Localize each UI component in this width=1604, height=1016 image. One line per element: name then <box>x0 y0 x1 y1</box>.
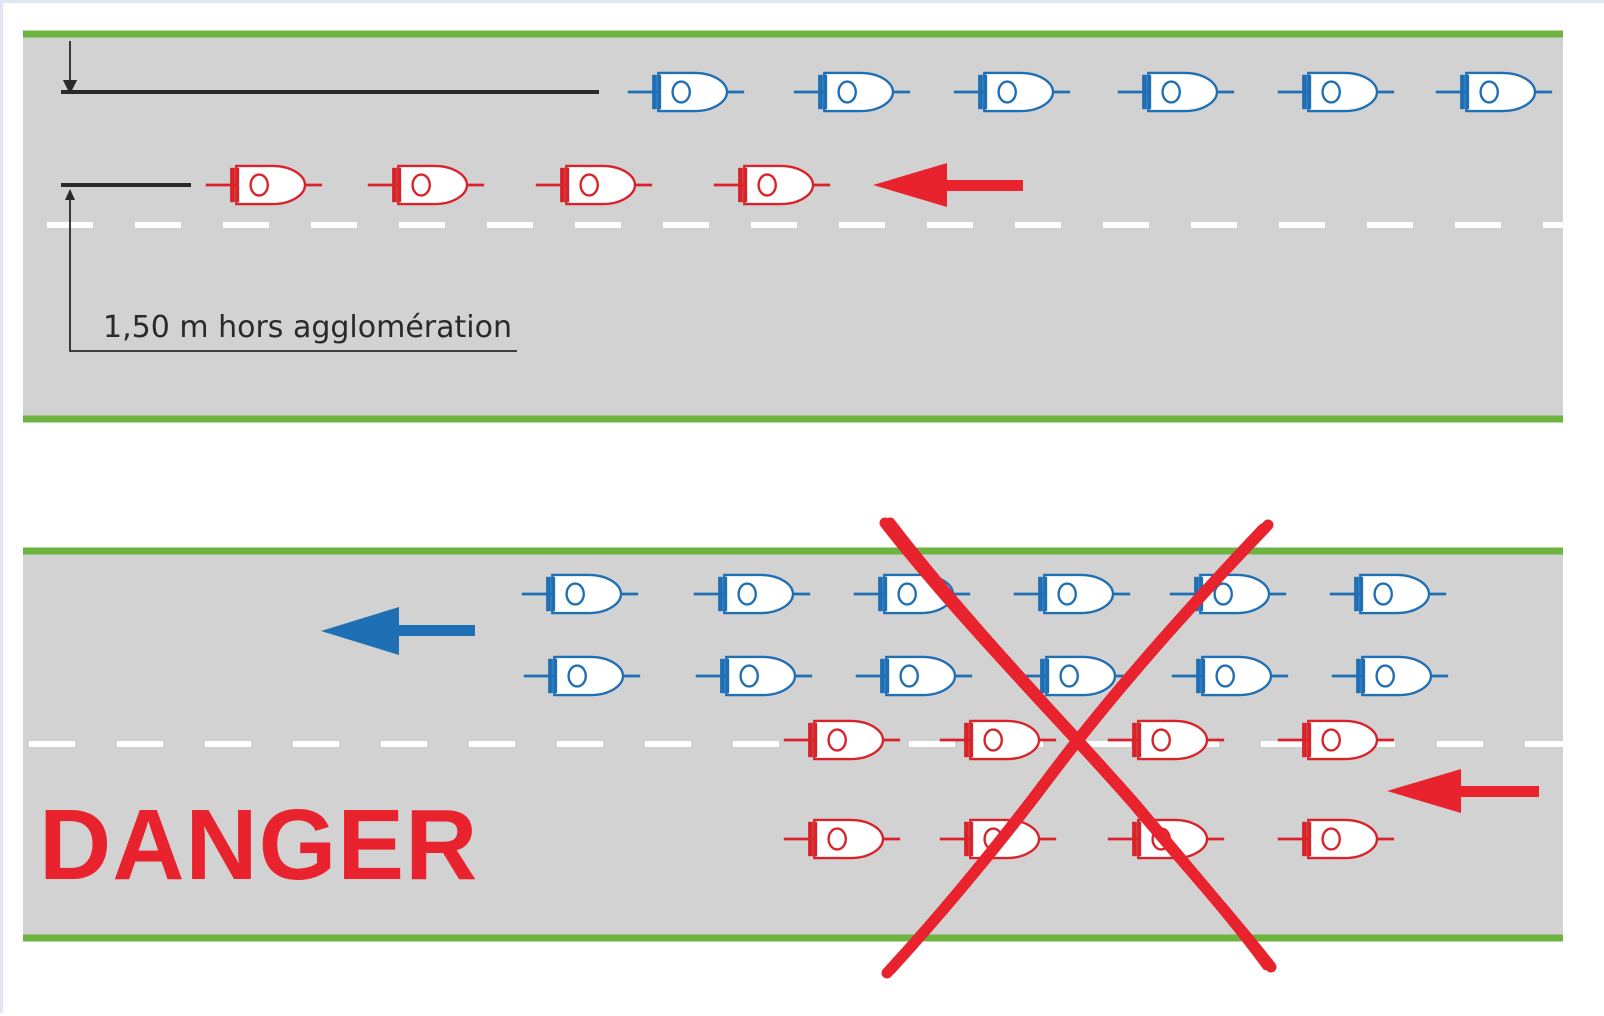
dimension-leader-line <box>69 192 517 352</box>
arrow-left-icon <box>321 607 475 655</box>
distance-label: 1,50 m hors agglomération <box>103 310 512 345</box>
danger-label: DANGER <box>39 789 478 901</box>
bottom-road: DANGER <box>23 547 1563 942</box>
arrow-left-icon <box>873 163 1023 207</box>
top-road: 1,50 m hors agglomération <box>23 30 1563 423</box>
cross-icon <box>879 517 1277 979</box>
dimension-arrowhead <box>65 189 75 200</box>
cycling-overtake-diagram: 1,50 m hors agglomération <box>23 30 1563 979</box>
arrow-left-icon <box>1387 769 1539 813</box>
